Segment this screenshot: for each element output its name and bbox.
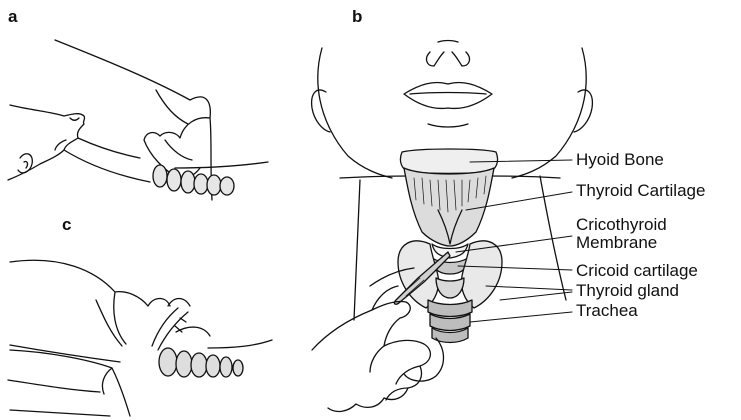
- label-hyoid-bone: Hyoid Bone: [576, 151, 664, 169]
- left-ear: [312, 90, 330, 132]
- leader-trachea: [470, 312, 572, 322]
- patient-head-outline: [8, 105, 85, 180]
- trachea-rings-c: [159, 348, 243, 377]
- neck-left: [354, 180, 360, 320]
- leader-thyroid-gland-2: [500, 292, 572, 300]
- panel-b-drawing: [312, 41, 593, 412]
- label-thyroid-gland: Thyroid gland: [576, 282, 679, 300]
- right-ear: [574, 90, 592, 132]
- patient-nostril: [70, 118, 79, 120]
- label-trachea: Trachea: [576, 302, 638, 320]
- hand-c-upper: [10, 260, 170, 346]
- label-thyroid-cartilage: Thyroid Cartilage: [576, 182, 705, 200]
- trachea-rings-a: [153, 165, 234, 195]
- hand-b-lower: [312, 301, 430, 411]
- leader-thyroid-gland-1: [486, 286, 572, 290]
- thyroid-cartilage-shape: [404, 168, 494, 246]
- panel-label-a: a: [8, 8, 17, 25]
- nose: [427, 41, 470, 67]
- thyroid-gland-right-lobe: [462, 241, 503, 308]
- drape-line-a: [175, 162, 268, 168]
- tube-flange: [168, 299, 210, 337]
- patient-neck: [64, 138, 150, 182]
- chin: [428, 124, 468, 127]
- panel-label-b: b: [352, 8, 362, 25]
- trachea-shape: [428, 300, 472, 343]
- label-cricoid-cartilage: Cricoid cartilage: [576, 262, 698, 280]
- panel-c-drawing: [8, 260, 272, 416]
- mouth: [404, 82, 492, 108]
- label-cricothyroid: Cricothyroid: [576, 216, 667, 234]
- neck-right: [540, 176, 566, 300]
- panel-label-c: c: [62, 216, 71, 233]
- panel-a-drawing: [8, 40, 268, 200]
- label-membrane: Membrane: [576, 234, 657, 252]
- drape-line-c: [208, 340, 272, 348]
- thyroid-gland-isthmus: [436, 278, 464, 298]
